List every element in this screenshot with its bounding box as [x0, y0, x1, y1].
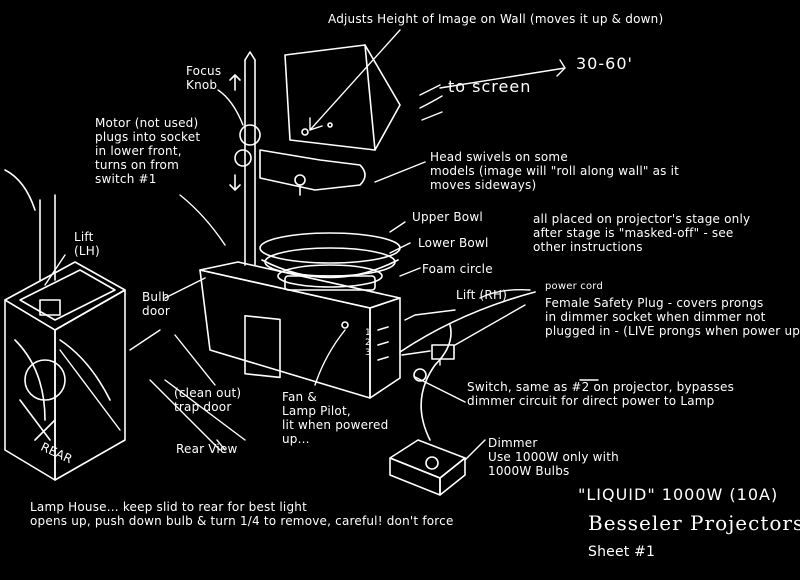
- label-head-swivels: Head swivels on some models (image will …: [430, 150, 680, 192]
- label-foam-circle: Foam circle: [422, 262, 493, 276]
- label-motor: Motor (not used) plugs into socket in lo…: [95, 116, 201, 186]
- label-liquid: "LIQUID" 1000W (10A): [578, 485, 779, 504]
- label-lift-lh: Lift (LH): [74, 230, 100, 258]
- label-switch-numbers: 1 2 3: [365, 328, 371, 358]
- label-distance: 30-60': [576, 54, 633, 73]
- label-fan-lamp: Fan & Lamp Pilot, lit when powered up...: [282, 390, 389, 446]
- label-power-cord: power cord: [545, 281, 603, 292]
- label-sheet: Sheet #1: [588, 544, 656, 560]
- leader-arrows: [44, 29, 599, 461]
- label-clean-out: (clean out) trap door: [174, 386, 242, 414]
- label-safety-plug: Female Safety Plug - covers prongs in di…: [545, 296, 800, 338]
- label-to-screen: to screen: [448, 77, 532, 96]
- label-besseler: Besseler Projectors: [588, 511, 800, 535]
- label-rear-view: Rear View: [176, 442, 238, 456]
- label-upper-bowl: Upper Bowl: [412, 210, 483, 224]
- label-bulb-door: Bulb door: [142, 290, 171, 318]
- power-cord-drawing: [399, 291, 536, 360]
- projector-base-drawing: [199, 261, 401, 399]
- projector-head-drawing: [229, 44, 401, 266]
- label-stage-note: all placed on projector's stage only aft…: [533, 212, 751, 254]
- bowls-drawing: [259, 232, 401, 291]
- rear-view-drawing: [4, 169, 126, 481]
- label-focus-knob: Focus Knob: [186, 64, 222, 92]
- label-adjusts-height: Adjusts Height of Image on Wall (moves i…: [328, 12, 664, 26]
- label-dimmer: Dimmer Use 1000W only with 1000W Bulbs: [488, 436, 619, 478]
- label-lamp-house: Lamp House... keep slid to rear for best…: [30, 500, 454, 528]
- label-lower-bowl: Lower Bowl: [418, 236, 489, 250]
- label-switch-note: Switch, same as #2 on projector, bypasse…: [467, 380, 735, 408]
- dimmer-drawing: [389, 324, 466, 496]
- label-lift-rh: Lift (RH): [456, 288, 508, 302]
